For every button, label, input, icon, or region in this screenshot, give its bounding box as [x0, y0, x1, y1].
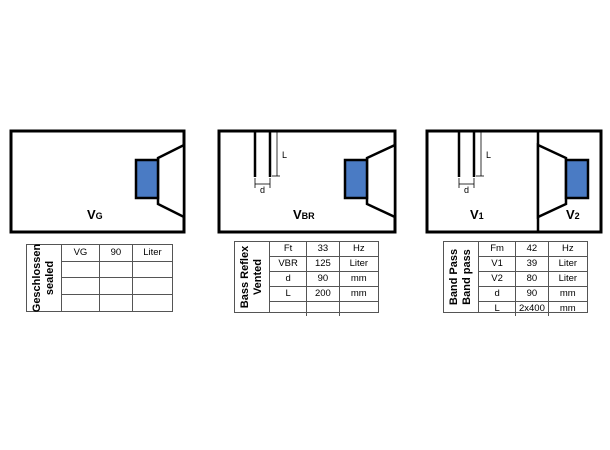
vented-table-cell: mm: [338, 286, 378, 302]
sealed-volume-label: VG: [87, 207, 103, 222]
vented-title-line2: Vented: [252, 258, 264, 296]
bandpass-table-cell: V2: [479, 271, 516, 287]
vented-table-cell: Hz: [338, 242, 378, 257]
vented-table-cell: mm: [338, 271, 378, 287]
vented-diameter-label: d: [260, 185, 265, 195]
vented-table-cell: 125: [306, 256, 340, 272]
bandpass-table-cell: mm: [547, 301, 587, 316]
bandpass-table-cell: 80: [515, 271, 549, 287]
vented-table-cell: [306, 301, 340, 316]
sealed-driver-magnet: [134, 158, 160, 200]
bandpass-table-cell: 39: [515, 256, 549, 272]
vented-table-cell: [338, 301, 378, 316]
bandpass-table-cell: Hz: [547, 242, 587, 257]
vented-length-label: L: [282, 150, 287, 160]
bandpass-v2-label: V2: [566, 207, 580, 222]
sealed-table-row: [62, 294, 172, 311]
sealed-enclosure: VG: [9, 129, 186, 234]
vented-table-cell: L: [270, 286, 307, 302]
vented-table-cell: 90: [306, 271, 340, 287]
bandpass-table-cell: Liter: [547, 271, 587, 287]
sealed-table-cell: [98, 261, 133, 279]
bandpass-diameter-label: d: [464, 185, 469, 195]
vented-table-title: Bass Reflex Vented: [235, 242, 270, 312]
bandpass-table-cell: Fm: [479, 242, 516, 257]
bandpass-table-cell: Liter: [547, 256, 587, 272]
vented-table-cell: 200: [306, 286, 340, 302]
vented-table-cell: Liter: [338, 256, 378, 272]
sealed-table-row: [62, 277, 172, 296]
bandpass-table-cell: 42: [515, 242, 549, 257]
sealed-title-line1: Geschlossen: [31, 243, 43, 313]
sealed-title-line2: sealed: [44, 260, 56, 296]
sealed-table-cell: [131, 277, 172, 296]
vented-table-cell: VBR: [270, 256, 307, 272]
bandpass-driver-magnet: [564, 158, 590, 200]
bandpass-table-cell: mm: [547, 286, 587, 302]
bandpass-length-label: L: [486, 150, 491, 160]
sealed-table-cell: [131, 294, 172, 311]
bandpass-table-title: Band Pass Band pass: [444, 242, 479, 312]
vented-table-cell: [270, 302, 307, 317]
vented-table-row: [270, 301, 378, 317]
vented-volume-label: VBR: [293, 207, 315, 222]
sealed-driver-cone: [156, 142, 186, 220]
vented-driver-magnet: [343, 158, 369, 200]
bandpass-enclosure: d L V1 V2: [425, 129, 603, 234]
sealed-table-cell: Liter: [131, 245, 172, 262]
sealed-table-cell: [98, 277, 133, 296]
sealed-table-cell: [62, 261, 100, 279]
vented-enclosure: d L VBR: [217, 129, 397, 234]
bandpass-title-line2: Band pass: [461, 249, 473, 305]
bandpass-driver-cone: [536, 143, 568, 219]
sealed-table-row: [62, 261, 172, 279]
sealed-table-cell: [62, 277, 100, 296]
bandpass-title-line1: Band Pass: [448, 248, 460, 306]
bandpass-table-cell: V1: [479, 256, 516, 272]
bandpass-v1-label: V1: [470, 207, 484, 222]
bandpass-box-outline: [425, 129, 603, 234]
sealed-table-cell: 90: [98, 245, 133, 262]
vented-title-line1: Bass Reflex: [239, 245, 251, 309]
sealed-table-cell: VG: [62, 245, 100, 262]
sealed-table-cell: [131, 261, 172, 279]
bandpass-table-cell: d: [479, 286, 516, 302]
bandpass-table-cell: L: [494, 303, 500, 314]
vented-driver-cone: [365, 143, 397, 219]
bandpass-table-cell: 2x400: [515, 301, 549, 316]
sealed-table-title: Geschlossen sealed: [27, 243, 62, 313]
vented-table-cell: d: [270, 271, 307, 287]
bandpass-table-cell: 90: [515, 286, 549, 302]
sealed-table-cell: [98, 294, 133, 311]
vented-table-cell: Ft: [270, 242, 307, 257]
vented-table-cell: 33: [306, 242, 340, 257]
sealed-table-cell: [62, 295, 99, 311]
